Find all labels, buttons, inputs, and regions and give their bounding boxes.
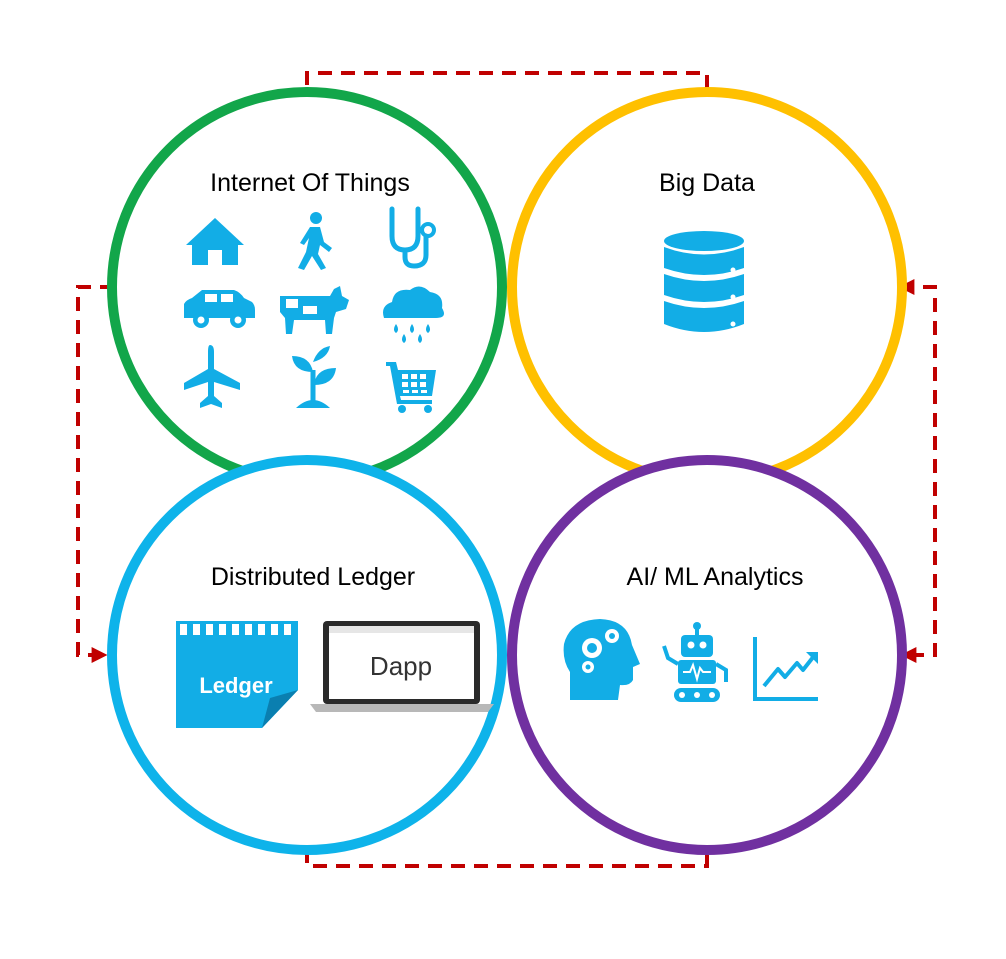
dapp-label: Dapp — [370, 651, 432, 681]
trend-chart-icon — [753, 637, 818, 701]
walking-person-icon — [298, 212, 332, 270]
car-icon — [184, 290, 255, 328]
shopping-cart-icon — [386, 362, 436, 413]
database-icon — [664, 231, 744, 332]
ai-title: AI/ ML Analytics — [627, 563, 804, 591]
airplane-icon — [184, 345, 240, 408]
ledger-calendar-icon: Ledger — [176, 621, 298, 728]
connector-iot-to-ledger — [76, 285, 114, 663]
ledger-label: Ledger — [199, 673, 273, 698]
ledger-circle — [107, 455, 507, 855]
ai-icons — [563, 619, 818, 702]
ledger-title: Distributed Ledger — [211, 563, 415, 591]
iot-circle — [107, 87, 507, 487]
iot-icons — [184, 206, 444, 413]
bigdata-title: Big Data — [659, 169, 755, 197]
dapp-laptop-icon: Dapp — [310, 621, 494, 712]
iot-title: Internet Of Things — [210, 169, 410, 197]
cow-icon — [280, 286, 349, 334]
rain-cloud-icon — [383, 286, 444, 343]
house-icon — [186, 218, 244, 265]
stethoscope-icon — [389, 206, 436, 269]
robot-icon — [662, 622, 728, 702]
connector-bigdata-to-ai — [898, 279, 937, 663]
brain-gears-icon — [563, 619, 640, 700]
plant-icon — [292, 346, 336, 408]
